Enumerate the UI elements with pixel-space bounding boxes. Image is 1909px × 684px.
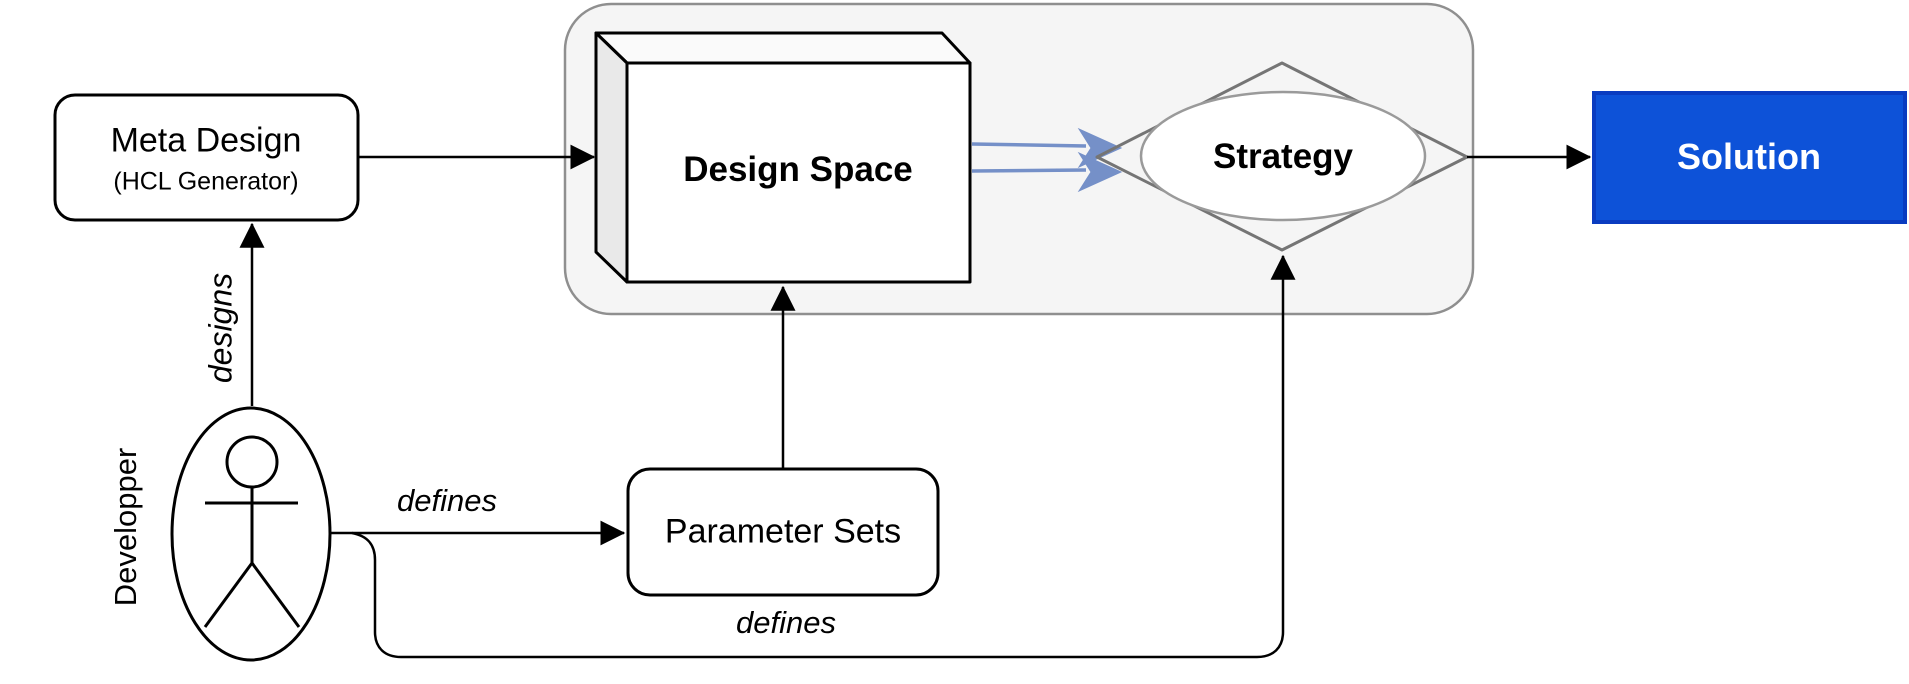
edge-label-designs: designs — [202, 272, 239, 384]
design-space-to-strategy-arrows — [971, 142, 1087, 173]
strategy-label: Strategy — [1212, 136, 1354, 176]
blue-arrow-line-bottom — [971, 168, 1087, 173]
parameter-sets-label: Parameter Sets — [664, 512, 902, 551]
parameter-sets-box — [626, 467, 940, 597]
developer-actor — [170, 406, 332, 662]
black-edges — [239, 144, 1592, 659]
solution-label: Solution — [1677, 136, 1821, 178]
edge-defines-strategy — [351, 254, 1296, 659]
edge-label-defines-parameters: defines — [397, 482, 497, 518]
meta-design-title: Meta Design — [110, 121, 302, 160]
meta-design-subtitle: (HCL Generator) — [113, 167, 299, 196]
design-space-cube — [594, 31, 972, 284]
solution-box — [1592, 91, 1907, 224]
meta-design-box — [53, 93, 360, 222]
strategy-ellipse — [1139, 90, 1427, 222]
developer-label: Developper — [107, 447, 143, 607]
blue-arrowhead-bottom-icon — [1077, 151, 1123, 193]
stick-figure-icon — [203, 435, 301, 628]
edge-label-defines-strategy: defines — [736, 604, 836, 640]
cube-front-face — [625, 61, 972, 284]
cube-top-face — [594, 31, 972, 65]
blue-arrow-line-top — [971, 142, 1087, 148]
cube-left-face — [594, 31, 629, 284]
design-space-label: Design Space — [683, 149, 913, 189]
